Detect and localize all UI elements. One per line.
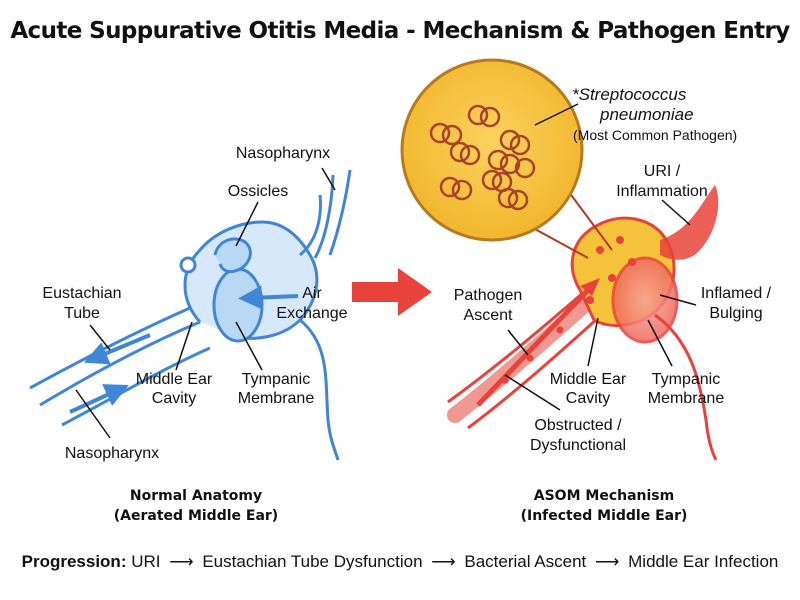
inflamed-tympanic-membrane [611,256,679,344]
ascent-leader [507,329,529,356]
pathogen-dot [526,354,534,362]
upper-canal-wall [299,194,322,257]
pathogen-dot [556,326,564,334]
label-ascent-1: Pathogen [454,287,523,304]
pathogen-ascent-arrowhead [580,278,600,296]
label-pathogen-3: (Most Common Pathogen) [573,127,737,143]
tympanic-leader-normal [235,321,263,371]
label-middle-ear-2-normal: Cavity [152,390,196,407]
progression-label: Progression: [21,552,127,571]
label-tympanic-2-normal: Membrane [238,390,315,407]
pathogen-zoom-bubble [400,58,584,242]
label-middle-ear-2-asom: Cavity [566,390,610,407]
pathogen-dot [628,258,636,266]
pathogen-dot [616,236,624,244]
eustachian-tube-wall-outer [29,306,191,390]
nasopharynx-tube-right [328,169,352,256]
caption-asom-title: ASOM Mechanism [534,488,674,504]
progression-line: Progression: URI ⟶ Eustachian Tube Dysfu… [0,552,800,572]
middle-ear-leader-asom [587,317,599,367]
obstructed-leader [504,374,561,411]
label-nasopharynx-bottom: Nasopharynx [65,445,159,462]
pathogen-dot [608,274,616,282]
label-middle-ear-1-asom: Middle Ear [550,371,627,388]
label-eustachian-2: Tube [64,305,100,322]
label-obstructed-2: Dysfunctional [530,437,626,454]
arrow-right-icon: ⟶ [169,552,194,571]
label-inflamed-1: Inflamed / [701,285,772,302]
inflamed-leader [659,294,697,306]
label-inflamed-2: Bulging [709,305,762,322]
label-tympanic-2-asom: Membrane [648,390,725,407]
label-tympanic-1-normal: Tympanic [242,371,310,388]
label-middle-ear-1-normal: Middle Ear [136,371,213,388]
outer-wall-curve [299,318,340,461]
eustachian-tube-wall-upper [39,320,201,407]
inflamed-tube-wall-lower [467,316,600,430]
caption-normal-subtitle: (Aerated Middle Ear) [114,508,278,524]
progression-step-uri: URI [131,552,161,571]
normal-anatomy-illustration [29,167,352,461]
arrow-right-icon: ⟶ [595,552,620,571]
eustachian-tube-wall-lower [61,346,211,427]
air-flow-arrow-lower [69,384,129,414]
eustachian-leader [89,324,111,351]
nasopharynx-tube-left [313,174,335,259]
label-obstructed-1: Obstructed / [534,417,622,434]
label-air-2: Exchange [276,305,347,322]
pathogen-leader [534,103,579,126]
pathogen-ascent-arrow [476,286,592,407]
air-exchange-arrow [238,285,299,310]
tympanic-leader-asom [647,319,673,367]
label-uri-2: Inflammation [616,183,708,200]
label-nasopharynx-top: Nasopharynx [236,145,330,162]
middle-ear-leader-normal [175,321,193,371]
asom-illustration [400,58,719,461]
label-ossicles: Ossicles [228,183,288,200]
caption-asom-subtitle: (Infected Middle Ear) [521,508,688,524]
ossicle-ring [179,256,197,274]
label-pathogen-1: *Streptococcus [572,85,687,104]
caption-normal-title: Normal Anatomy [130,488,262,504]
label-ascent-2: Ascent [464,307,513,324]
progression-step-ascent: Bacterial Ascent [464,552,587,571]
arrow-right-icon: ⟶ [431,552,456,571]
nasopharynx-bottom-leader [75,389,111,439]
tympanic-membrane-shape [212,267,264,343]
progression-step-dysfunction: Eustachian Tube Dysfunction [202,552,423,571]
pathogen-dot [586,296,594,304]
pathogen-dot [596,246,604,254]
inflamed-outer-wall [654,313,718,461]
ossicles-shape [213,237,252,274]
progression-step-infection: Middle Ear Infection [628,552,779,571]
uri-leader [661,199,691,226]
inflamed-tube-wall-upper [447,290,585,404]
label-uri-1: URI / [644,163,681,180]
air-flow-arrow-tube [83,333,151,365]
label-pathogen-2: pneumoniae [599,105,694,124]
nasopharynx-top-leader [321,167,336,191]
uri-inflamed-canal [660,185,719,260]
diplococci-cluster [429,104,536,211]
ossicles-leader [235,201,259,247]
label-tympanic-1-asom: Tympanic [652,371,720,388]
page-title: Acute Suppurative Otitis Media - Mechani… [10,18,790,44]
label-air-1: Air [302,285,322,302]
transition-arrow [352,268,432,316]
label-eustachian-1: Eustachian [42,285,121,302]
